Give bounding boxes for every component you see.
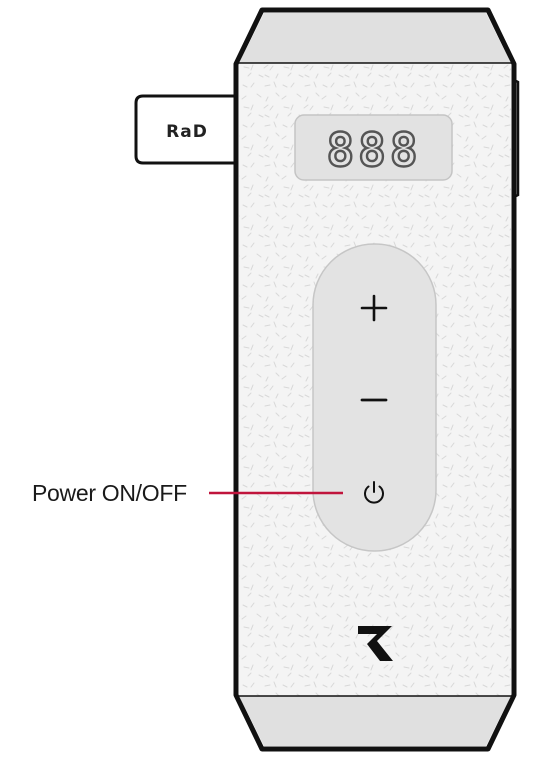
bottom-cap [239,696,511,746]
power-icon [364,481,384,504]
plus-button[interactable] [344,282,404,334]
side-tab: RaD [134,94,238,165]
power-button[interactable] [344,468,404,520]
plus-icon [360,294,388,322]
display-readout: 888 [326,123,421,177]
power-callout-label: Power ON/OFF [32,480,187,506]
lcd-display: 888 [294,114,453,181]
side-tab-logo: RaD [166,122,208,142]
minus-button[interactable] [344,374,404,426]
r-logo-icon [358,626,393,661]
top-cap [239,13,511,63]
control-panel [312,243,437,552]
